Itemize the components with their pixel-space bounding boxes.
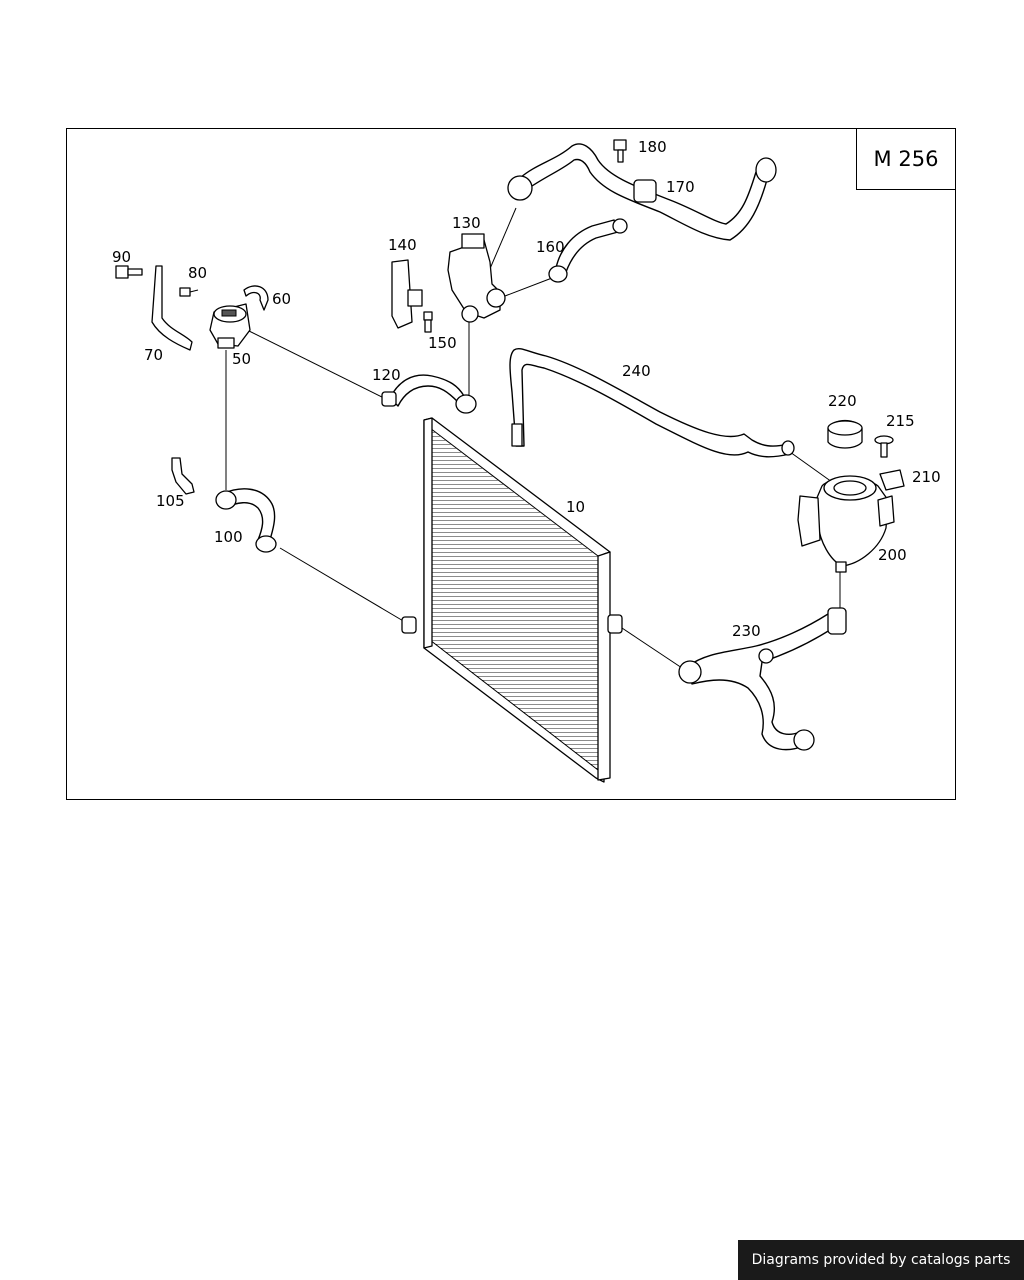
footer-credit-text: Diagrams provided by catalogs parts: [751, 1252, 1011, 1268]
callout-240[interactable]: 240: [622, 362, 651, 380]
bolt-part-80[interactable]: [179, 287, 199, 297]
hose-part-100[interactable]: [215, 488, 277, 553]
callout-120[interactable]: 120: [372, 366, 401, 384]
bolt-part-90[interactable]: [115, 265, 143, 279]
cap-part-220[interactable]: [827, 419, 863, 449]
callout-50[interactable]: 50: [232, 350, 251, 368]
bolt-part-150[interactable]: [423, 311, 433, 333]
sensor-part-105[interactable]: [171, 457, 195, 495]
callout-150[interactable]: 150: [428, 334, 457, 352]
valve-part-130[interactable]: [447, 233, 506, 323]
callout-80[interactable]: 80: [188, 264, 207, 282]
hose-part-240[interactable]: [509, 347, 795, 458]
callout-230[interactable]: 230: [732, 622, 761, 640]
callout-105[interactable]: 105: [156, 492, 185, 510]
hose-part-170[interactable]: [507, 143, 777, 241]
bolt-part-215[interactable]: [874, 435, 894, 458]
hose-part-160[interactable]: [548, 218, 628, 283]
callout-170[interactable]: 170: [666, 178, 695, 196]
callout-220[interactable]: 220: [828, 392, 857, 410]
clamp-part-60[interactable]: [243, 285, 269, 311]
callout-210[interactable]: 210: [912, 468, 941, 486]
callout-labels: 10 50 60 70 80 90 100 105 120 130 140 15…: [112, 138, 941, 640]
bracket-part-70[interactable]: [151, 265, 193, 351]
callout-10[interactable]: 10: [566, 498, 585, 516]
callout-100[interactable]: 100: [214, 528, 243, 546]
clip-part-210[interactable]: [879, 469, 905, 491]
callout-180[interactable]: 180: [638, 138, 667, 156]
callout-130[interactable]: 130: [452, 214, 481, 232]
callout-90[interactable]: 90: [112, 248, 131, 266]
bracket-part-140[interactable]: [391, 259, 423, 329]
footer-credit-banner: Diagrams provided by catalogs parts: [738, 1240, 1024, 1280]
hose-part-120[interactable]: [381, 374, 477, 414]
callout-60[interactable]: 60: [272, 290, 291, 308]
callout-200[interactable]: 200: [878, 546, 907, 564]
callout-70[interactable]: 70: [144, 346, 163, 364]
radiator-part-10[interactable]: [401, 417, 623, 783]
diagram-code-box: M 256: [856, 128, 956, 190]
bolt-part-180[interactable]: [613, 139, 627, 163]
leader-lines: [225, 207, 841, 669]
expansion-tank-part-200[interactable]: [797, 475, 895, 573]
hose-part-230[interactable]: [678, 607, 847, 751]
callout-140[interactable]: 140: [388, 236, 417, 254]
diagram-code: M 256: [873, 147, 939, 171]
water-pump-part-50[interactable]: [209, 303, 251, 349]
parts-drawing: [115, 139, 905, 783]
callout-160[interactable]: 160: [536, 238, 565, 256]
callout-215[interactable]: 215: [886, 412, 915, 430]
